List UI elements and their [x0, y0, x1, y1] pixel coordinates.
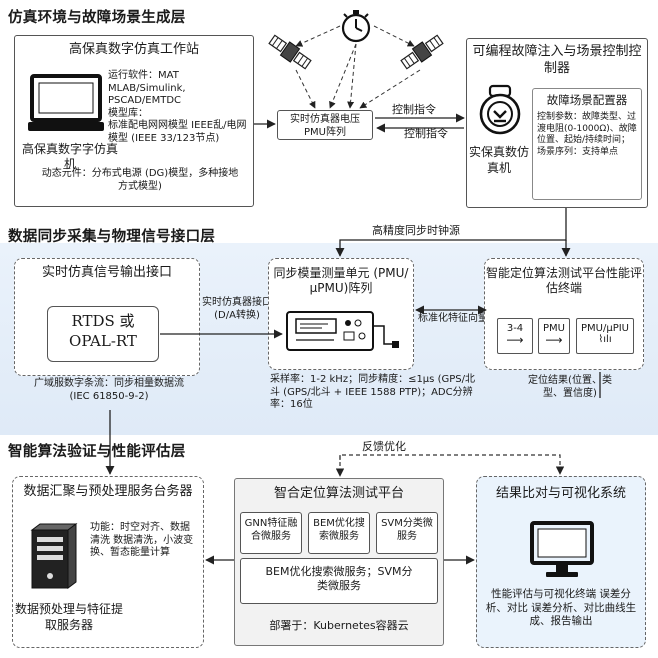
preprocess-title: 数据汇聚与预处理服务台务器 — [23, 484, 193, 499]
terminal-button-1[interactable]: 3-4 ⟶ — [497, 318, 533, 354]
platform-deploy: 部署于：Kubernetes容器云 — [269, 619, 409, 632]
fault-injection-title: 可编程故障注入与场景控制控制器 — [472, 44, 642, 76]
server-tower-icon — [30, 523, 78, 589]
combined-services[interactable]: BEM优化搜索微服务；SVM分类微服务 — [240, 558, 438, 604]
workstation-dynamic: 动态元件：分布式电源 (DG)模型，多种接地方式模型) — [41, 168, 239, 192]
terminal-button-3-label: PMU/μPIU — [580, 323, 629, 334]
feature-vector-label: 标准化特征向量 — [418, 313, 488, 324]
layer2-title: 数据同步采集与物理信号接口层 — [8, 229, 216, 245]
workstation-software: 运行软件：MAT MLAB/Simulink, PSCAD/EMTDC — [108, 70, 186, 106]
terminal-button-2[interactable]: PMU ⟶ — [538, 318, 570, 354]
terminal-title: 智能定位算法测试平台性能评估终端 — [486, 266, 643, 296]
clock-source-label: 高精度同步时钟源 — [372, 224, 460, 237]
terminal-button-3[interactable]: PMU/μPIU ⌇ılı — [576, 318, 634, 354]
preprocess-caption: 数据预处理与特征提取服务器 — [14, 602, 123, 632]
pmu-specs: 采样率：1-2 kHz；同步精度：≤1μs (GPS/北斗 (GPS/北斗 + … — [270, 374, 475, 410]
computer-monitor-icon — [28, 74, 104, 131]
workstation-model-label: 模型库： — [108, 108, 148, 119]
fault-injection-caption: 实保真数仿真机 — [468, 145, 529, 175]
config-text: 控制参数：故障类型、过渡电阻(0-1000Ω)、故障位置、起始/持续时间；场景序… — [537, 112, 637, 157]
config-title: 故障场景配置器 — [546, 93, 628, 107]
right-arrow-icon: ⟶ — [545, 333, 563, 347]
workstation-title: 高保真数字仿真工作站 — [68, 42, 199, 57]
pmu-title: 同步模量测量单元 (PMU/μPMU)阵列 — [273, 266, 409, 296]
sim-interface-label: 实时仿真器接口 (D/A转换) — [202, 297, 272, 321]
layer1-title: 仿真环境与故障场景生成层 — [8, 10, 186, 26]
satellite-icon-left — [268, 34, 312, 70]
display-monitor-icon — [530, 521, 594, 577]
platform-title: 智合定位算法测试平台 — [273, 486, 404, 501]
pmu-device-icon — [286, 311, 399, 351]
viz-caption: 性能评估与可视化终端 误差分析、对比 误差分析、对比曲线生成、报告输出 — [485, 588, 637, 628]
fault-controller-icon — [479, 84, 521, 135]
terminal-button-1-label: 3-4 — [506, 323, 524, 334]
feedback-label: 反馈优化 — [362, 440, 406, 453]
satellite-icon-right — [400, 34, 444, 70]
terminal-button-2-label: PMU — [543, 323, 565, 334]
workstation-model-text: 标准配电网网模型 IEEE乱/电网模型 (IEEE 33/123节点) — [108, 120, 247, 144]
control-command-label-2: 控制指令 — [404, 127, 448, 140]
control-command-label-1: 控制指令 — [392, 103, 436, 116]
workstation-caption: 高保真数字字仿真机 — [21, 142, 118, 172]
rtds-opalrt-device[interactable]: RTDS 或 OPAL-RT — [47, 306, 159, 362]
output-interface-note: 广域服数字条流：同步相量数据流 (IEC 61850-9-2) — [34, 378, 184, 402]
output-interface-title: 实时仿真信号输出接口 — [41, 265, 172, 280]
fault-scenario-configurator[interactable] — [532, 88, 642, 200]
right-arrow-icon: ⟶ — [506, 333, 524, 347]
viz-title: 结果比对与可视化系统 — [495, 486, 626, 501]
simulator-pmu-array-box[interactable]: 实时仿真器电压 PMU阵列 — [277, 110, 373, 140]
waveform-icon: ⌇ılı — [598, 334, 612, 345]
gnn-fusion-service[interactable]: GNN特征融合微服务 — [240, 512, 302, 554]
terminal-result: 定位结果(位置、类型、置信度) — [528, 375, 612, 399]
svm-classify-service[interactable]: SVM分类微服务 — [376, 512, 438, 554]
preprocess-functions: 功能：时空对齐、数据清洗 数据清洗，小波变换、暂态能量计算 — [90, 522, 194, 558]
layer3-title: 智能算法验证与性能评估层 — [8, 444, 186, 460]
stopwatch-icon — [341, 10, 371, 43]
bem-search-service[interactable]: BEM优化搜索微服务 — [308, 512, 370, 554]
